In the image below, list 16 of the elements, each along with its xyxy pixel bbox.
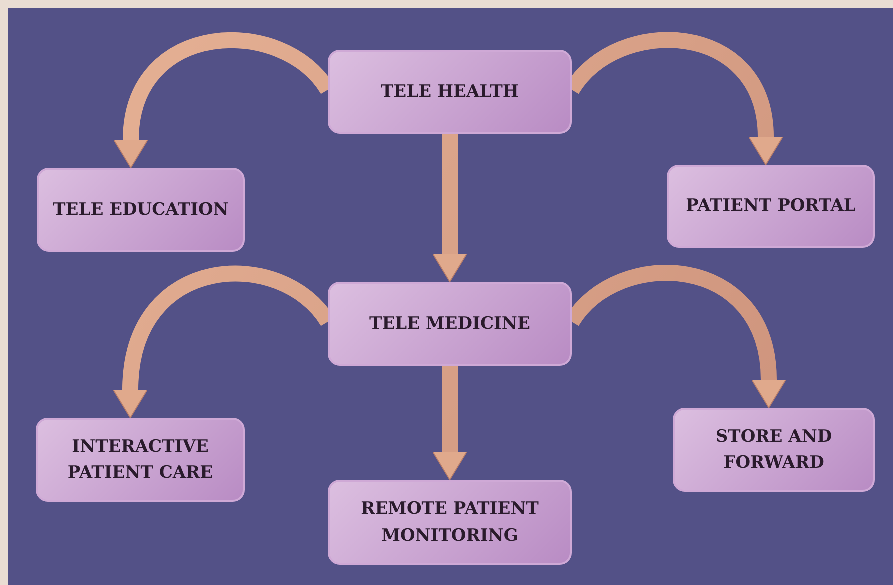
block-arrow — [432, 134, 468, 282]
box-label: INTERACTIVE PATIENT CARE — [66, 436, 214, 485]
box-label: TELE EDUCATION — [53, 198, 229, 222]
rounded-box — [328, 50, 572, 134]
rounded-box — [36, 418, 245, 502]
rounded-box — [667, 165, 875, 248]
box-label: TELE MEDICINE — [370, 312, 530, 336]
rounded-box — [328, 480, 572, 565]
box-label: STORE AND FORWARD — [714, 426, 834, 475]
block-arrow — [432, 366, 468, 480]
rounded-box — [328, 282, 572, 366]
box-label: TELE HEALTH — [381, 80, 519, 104]
box-label: REMOTE PATIENT MONITORING — [360, 498, 540, 548]
box-label: PATIENT PORTAL — [686, 195, 856, 218]
rounded-box — [37, 168, 245, 252]
rounded-box — [673, 408, 875, 492]
